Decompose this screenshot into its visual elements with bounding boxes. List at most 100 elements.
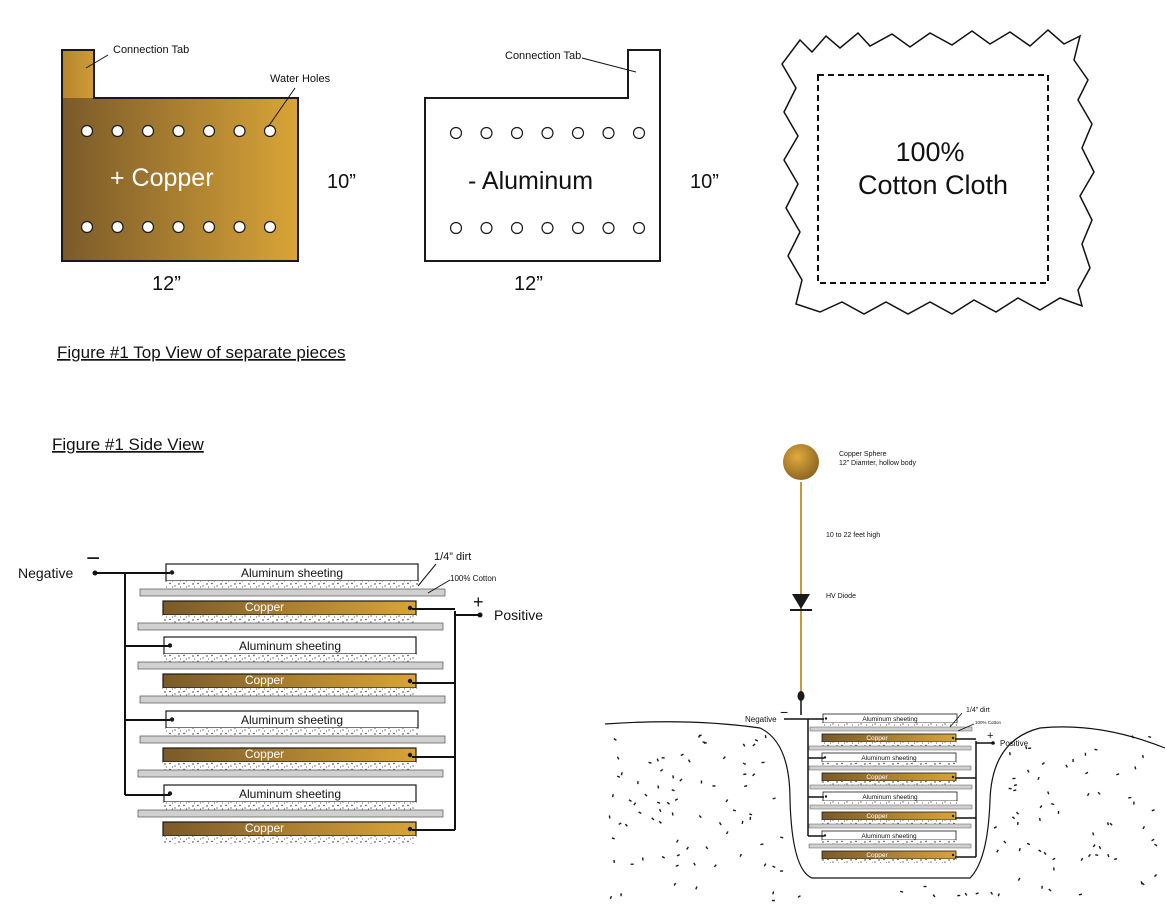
water-hole [233, 124, 246, 138]
copper-sphere-icon [783, 444, 819, 480]
copper-sheet [821, 772, 957, 782]
dirt-layer [164, 802, 416, 810]
tower-negative-sign: − [780, 704, 788, 720]
tower-positive-label: Positive [1000, 739, 1029, 748]
hv-diode-icon [792, 594, 810, 609]
water-hole [632, 126, 646, 140]
side-dirt-label: 1/4” dirt [434, 551, 471, 563]
top-view-caption: Figure #1 Top View of separate pieces [57, 343, 346, 362]
copper-sheet-label: Copper [866, 735, 888, 742]
aluminum-sheet-label: Aluminum sheeting [861, 833, 917, 840]
cotton-layer [809, 726, 973, 732]
copper-plate-label: + Copper [110, 164, 214, 192]
dirt-layer [822, 859, 956, 863]
cotton-layer [137, 661, 444, 670]
diode-label: HV Diode [826, 593, 856, 600]
water-hole [263, 124, 277, 138]
water-hole [263, 220, 277, 234]
cotton-layer [137, 769, 444, 778]
dirt-layer [822, 820, 956, 824]
water-hole [602, 221, 615, 235]
cotton-cloth: 100% Cotton Cloth [781, 29, 1095, 315]
cloth-line-2: Cotton Cloth [858, 170, 1008, 200]
height-label: 10 to 22 feet high [826, 532, 880, 539]
water-hole [571, 221, 585, 235]
copper-sheet [162, 747, 417, 763]
copper-tab-label: Connection Tab [113, 44, 189, 56]
cotton-layer [808, 765, 972, 771]
cotton-layer [808, 745, 972, 751]
side-positive-label: Positive [494, 607, 543, 623]
water-hole [632, 221, 646, 235]
water-hole [480, 126, 493, 140]
cotton-layer [139, 735, 446, 744]
dirt-layer [822, 762, 956, 766]
cloth-line-1: 100% [895, 137, 964, 167]
aluminum-sheet-label: Aluminum sheeting [239, 787, 341, 801]
dirt-layer [822, 781, 956, 785]
ground-dirt [608, 734, 1158, 902]
side-positive-sign: + [473, 592, 484, 612]
copper-water-holes-top [80, 124, 277, 138]
copper-sheet [162, 821, 417, 837]
dirt-layer [823, 723, 957, 727]
copper-sheet-label: Copper [245, 673, 284, 687]
copper-sheet [821, 850, 957, 860]
water-hole [141, 124, 155, 138]
dirt-layer [163, 762, 416, 770]
dirt-layer [822, 840, 956, 844]
cotton-layer [808, 843, 972, 849]
water-hole [541, 126, 554, 140]
cotton-layer [137, 809, 444, 818]
sphere-label-1: Copper Sphere [839, 451, 887, 458]
water-hole [541, 221, 554, 235]
copper-sheet-label: Copper [866, 774, 888, 781]
aluminum-sheet-label: Aluminum sheeting [241, 713, 343, 727]
copper-sheet-label: Copper [866, 813, 888, 820]
aluminum-sheet-label: Aluminum sheeting [862, 794, 918, 801]
aluminum-sheet-label: Aluminum sheeting [862, 716, 918, 723]
aluminum-width-dim: 12” [514, 273, 543, 295]
water-hole [602, 126, 615, 140]
copper-sheet [162, 600, 417, 616]
copper-sheet [821, 811, 957, 821]
dirt-layer [163, 836, 416, 844]
dirt-layer [166, 581, 418, 589]
tower-cotton-label: 100% Cotton [975, 720, 1002, 725]
copper-sheet-label: Copper [245, 600, 284, 614]
copper-sheet [821, 733, 957, 743]
water-hole [480, 221, 493, 235]
water-hole [202, 124, 216, 138]
tower-positive-sign: + [987, 730, 993, 742]
water-hole [449, 126, 463, 140]
cotton-layer [809, 784, 973, 790]
dirt-layer [823, 801, 957, 805]
copper-sheet-label: Copper [245, 747, 284, 761]
water-hole [111, 124, 124, 138]
water-hole [510, 221, 524, 235]
dirt-layer [163, 615, 416, 623]
cotton-layer [137, 622, 444, 631]
tower-negative-label: Negative [745, 715, 777, 724]
water-hole [449, 221, 463, 235]
cotton-layer [809, 804, 973, 810]
copper-water-holes-bottom [80, 220, 277, 234]
tower-dirt-label: 1/4” dirt [966, 707, 990, 714]
copper-height-dim: 10” [327, 171, 356, 193]
side-negative-sign: − [86, 545, 100, 572]
water-hole [571, 126, 585, 140]
copper-sheet-label: Copper [245, 821, 284, 835]
water-hole [233, 220, 246, 234]
cotton-layer [139, 588, 446, 597]
aluminum-sheet-label: Aluminum sheeting [241, 566, 343, 580]
water-hole [111, 220, 124, 234]
copper-plate: Connection Tab Water Holes + Copper 10” … [61, 44, 356, 295]
aluminum-sheet-label: Aluminum sheeting [861, 755, 917, 762]
aluminum-water-holes-top [449, 126, 646, 140]
side-view-caption: Figure #1 Side View [52, 435, 205, 454]
water-hole [172, 220, 185, 234]
dirt-layer [163, 688, 416, 696]
